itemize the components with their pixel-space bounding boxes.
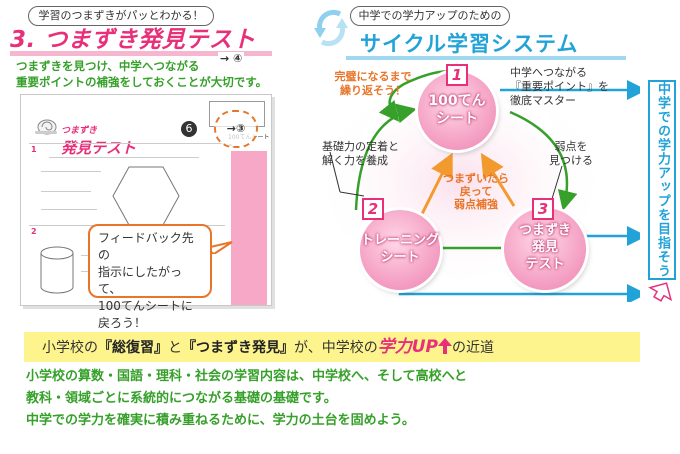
cylinder-figure-icon — [40, 246, 74, 294]
step-label: トレーニング — [360, 233, 439, 248]
banner-emphasis: 『総復習』 — [98, 340, 168, 356]
worksheet-title-small: つまずき — [61, 126, 98, 136]
snail-mascot-icon — [35, 119, 57, 135]
banner-text: と — [168, 340, 182, 356]
bottom-line: 小学校の算数・国語・理科・社会の学習内容は、中学校へ、そして高校へと — [26, 369, 467, 384]
worksheet-number: 6 — [181, 121, 197, 137]
step-tsumazuki-test: つまずき 発見 テスト — [504, 208, 586, 290]
banner-text: の近道 — [452, 340, 494, 356]
step-badge-1: 1 — [446, 64, 468, 86]
feedback-line: 戻ろう！ — [98, 316, 147, 330]
worksheet-rule — [29, 143, 225, 144]
section-title: つまずき発見テスト — [44, 27, 256, 53]
note-line: 基礎力の定着と — [322, 140, 399, 153]
up-arrow-icon — [438, 338, 452, 354]
section-heading: 3. つまずき発見テスト — [10, 24, 272, 56]
description-line: つまずきを見つけ、中学へつながる — [16, 59, 200, 73]
banner-emphasis: 『つまずき発見』 — [182, 340, 294, 356]
question-marker: 1 — [31, 145, 37, 154]
bottom-description: 小学校の算数・国語・理科・社会の学習内容は、中学校へ、そして高校へと 教科・領域… — [26, 366, 666, 432]
description-line: 重要ポイントの補強をしておくことが大切です。 — [16, 75, 268, 89]
note-line: 徹底マスター — [510, 94, 576, 107]
system-title: サイクル学習システム — [360, 32, 579, 56]
worksheet-answer-band — [231, 141, 267, 305]
step-label: 100てん — [428, 93, 486, 109]
hexagon-figure-icon — [112, 166, 180, 226]
feedback-ref-3: →③ — [214, 110, 258, 148]
feedback-callout: フィードバック先の 指示にしたがって、 100てんシートに 戻ろう！ — [88, 224, 212, 330]
step-label: シート — [436, 111, 478, 127]
feedback-ref-4-label: ④ — [233, 52, 243, 65]
feedback-ref-3-label: ③ — [235, 122, 246, 135]
step-label: つまずき — [518, 223, 571, 238]
step-training-sheet: トレーニング シート — [360, 210, 440, 290]
repeat-note-line: 繰り返そう！ — [340, 84, 406, 97]
step3-note: 弱点を 見つける — [540, 140, 602, 168]
worksheet-text-line — [41, 171, 101, 172]
banner-text: 小学校の — [42, 340, 98, 356]
note-line: 見つける — [549, 154, 593, 167]
banner-highlight: 学力UP — [377, 337, 438, 357]
step2-note: 基礎力の定着と 解く力を養成 — [322, 140, 422, 168]
center-note-line: つまずいたら — [443, 172, 509, 185]
banner-text: が、中学校の — [294, 340, 378, 356]
center-feedback-note: つまずいたら 戻って 弱点補強 — [440, 172, 512, 211]
cycle-arrows-icon — [314, 9, 348, 47]
question-marker: 2 — [31, 227, 37, 236]
step-label: 発見 — [531, 240, 558, 255]
repeat-note-line: 完璧になるまで — [334, 70, 412, 83]
left-subtitle-tag: 学習のつまずきがパッとわかる！ — [28, 6, 214, 26]
worksheet-text-line — [49, 157, 199, 158]
bottom-line: 教科・領域ごとに系統的につながる基礎の基礎です。 — [26, 391, 337, 406]
step-label: シート — [380, 250, 420, 265]
note-line: 弱点を — [554, 140, 588, 153]
system-subtitle-tag: 中学での学力アップのための — [350, 6, 510, 26]
feedback-line: 指示にしたがって、 — [98, 265, 183, 296]
step-label: テスト — [525, 257, 565, 272]
note-line: 解く力を養成 — [322, 154, 388, 167]
note-line: 中学へつながる — [510, 66, 587, 79]
section-description: つまずきを見つけ、中学へつながる 重要ポイントの補強をしておくことが大切です。 — [16, 58, 306, 90]
goal-up-arrow-icon — [648, 282, 673, 302]
goal-vertical-box: 中学での学力アップを目指そう — [648, 80, 676, 280]
title-underline — [346, 56, 626, 60]
bottom-line: 中学での学力を確実に積み重ねるために、学力の土台を固めよう。 — [26, 413, 415, 428]
center-note-line: 戻って — [459, 185, 493, 198]
step-badge-2: 2 — [362, 198, 384, 220]
worksheet-text-line — [41, 191, 91, 192]
summary-banner: 小学校の『総復習』と『つまずき発見』が、中学校の学力UP の近道 — [24, 332, 640, 362]
center-note-line: 弱点補強 — [454, 198, 498, 211]
worksheet-title-main: 発見テスト — [61, 139, 137, 157]
feedback-line: フィードバック先の — [98, 231, 194, 262]
worksheet-text-line — [41, 209, 97, 210]
note-line: 『重要ポイント』を — [510, 80, 609, 93]
repeat-note: 完璧になるまで 繰り返そう！ — [328, 70, 418, 98]
feedback-ref-4: → ④ — [218, 52, 245, 65]
step-badge-3: 3 — [532, 198, 554, 220]
section-number: 3. — [10, 27, 36, 53]
worksheet-title: つまずき 発見テスト — [61, 119, 136, 158]
feedback-line: 100てんシートに — [98, 299, 193, 313]
step1-note: 中学へつながる 『重要ポイント』を 徹底マスター — [510, 66, 640, 108]
